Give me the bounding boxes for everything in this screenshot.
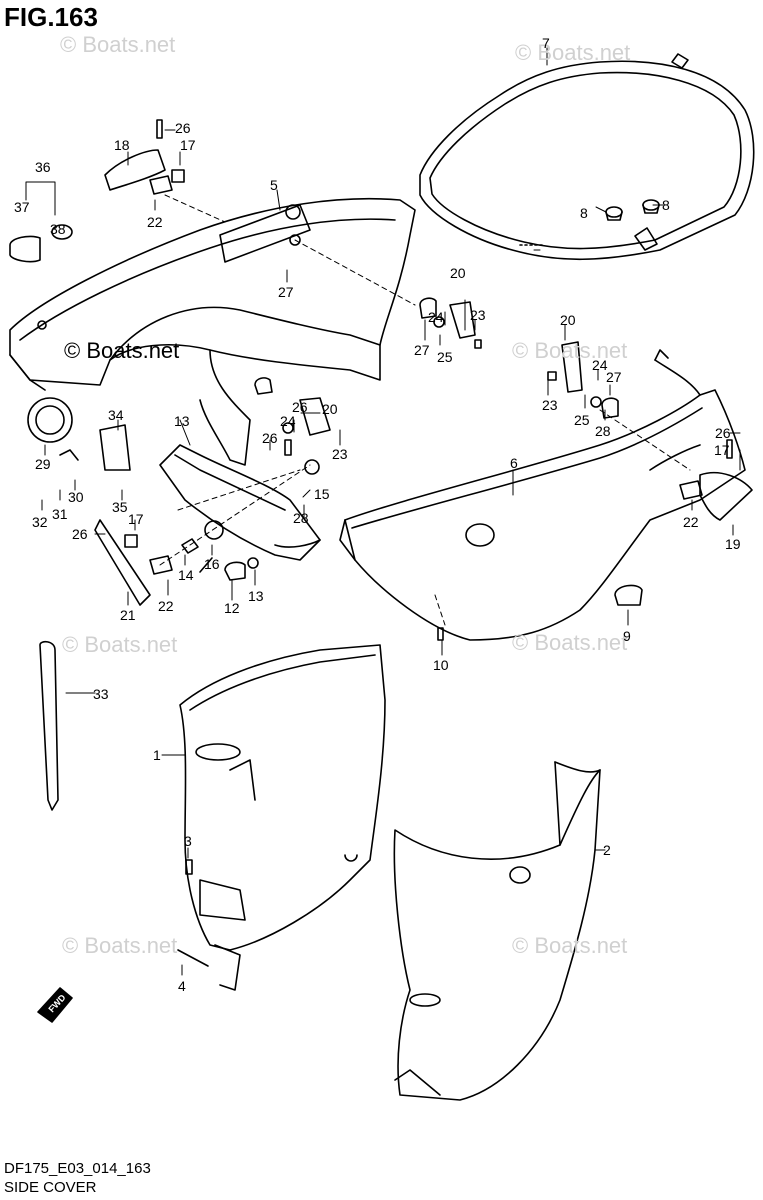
- part-1-lower-cover: [179, 644, 386, 991]
- figure-code: DF175_E03_014_163: [4, 1160, 151, 1177]
- callout-number: 22: [158, 598, 174, 614]
- callout-number: 36: [35, 159, 51, 175]
- callout-number: 15: [314, 486, 330, 502]
- callout-number: 26: [292, 399, 308, 415]
- callout-number: 27: [606, 369, 622, 385]
- callout-number: 30: [68, 489, 84, 505]
- callout-number: 24: [280, 413, 296, 429]
- callout-number: 26: [175, 120, 191, 136]
- callout-number: 31: [52, 506, 68, 522]
- part-13-bracket: [159, 444, 321, 561]
- callout-number: 6: [510, 455, 518, 471]
- watermarks: © Boats.net © Boats.net © Boats.net © Bo…: [60, 32, 630, 958]
- callout-number: 26: [262, 430, 278, 446]
- assembly-lines: [159, 194, 691, 626]
- callout-number: 17: [128, 511, 144, 527]
- callout-number: 26: [715, 425, 731, 441]
- watermark: © Boats.net: [512, 630, 627, 655]
- watermark: © Boats.net: [60, 32, 175, 57]
- callout-number: 8: [580, 205, 588, 221]
- fwd-arrow-shape: [37, 987, 73, 1023]
- callout-number: 3: [184, 833, 192, 849]
- callouts: 7 8 8 5 26 18 17 22 36 37 38 27 20 24 23…: [14, 35, 741, 994]
- watermark: © Boats.net: [62, 933, 177, 958]
- callout-number: 7: [542, 35, 550, 51]
- callout-number: 19: [725, 536, 741, 552]
- part-7-seal-ring: [419, 53, 755, 261]
- part-8-plugs: [605, 199, 660, 221]
- watermark: © Boats.net: [515, 40, 630, 65]
- callout-number: 25: [437, 349, 453, 365]
- watermark: © Boats.net: [512, 933, 627, 958]
- figure-title: FIG.163: [4, 2, 98, 32]
- callout-number: 27: [414, 342, 430, 358]
- callout-number: 32: [32, 514, 48, 530]
- callout-number: 28: [293, 510, 309, 526]
- callout-number: 23: [332, 446, 348, 462]
- callout-number: 22: [147, 214, 163, 230]
- part-2-lower-cover: [393, 761, 601, 1101]
- callout-number: 20: [322, 401, 338, 417]
- callout-number: 2: [603, 842, 611, 858]
- watermark: © Boats.net: [62, 632, 177, 657]
- callout-number: 25: [574, 412, 590, 428]
- callout-number: 20: [450, 265, 466, 281]
- callout-number: 9: [623, 628, 631, 644]
- callout-number: 4: [178, 978, 186, 994]
- callout-number: 17: [714, 442, 730, 458]
- part-5-upper-cover: [9, 198, 416, 466]
- callout-number: 16: [204, 556, 220, 572]
- part-6-starboard-cover: [339, 349, 746, 641]
- callout-number: 24: [428, 309, 444, 325]
- callout-number: 13: [248, 588, 264, 604]
- callout-number: 22: [683, 514, 699, 530]
- watermark: © Boats.net: [512, 338, 627, 363]
- figure-name: SIDE COVER: [4, 1179, 97, 1196]
- callout-number: 17: [180, 137, 196, 153]
- callout-number: 18: [114, 137, 130, 153]
- callout-number: 12: [224, 600, 240, 616]
- leader-lines: [25, 47, 741, 976]
- callout-number: 29: [35, 456, 51, 472]
- callout-number: 34: [108, 407, 124, 423]
- callout-number: 24: [592, 357, 608, 373]
- callout-number: 1: [153, 747, 161, 763]
- callout-number: 5: [270, 177, 278, 193]
- callout-number: 37: [14, 199, 30, 215]
- callout-number: 35: [112, 499, 128, 515]
- callout-number: 8: [662, 197, 670, 213]
- callout-number: 33: [93, 686, 109, 702]
- callout-number: 26: [72, 526, 88, 542]
- callout-number: 13: [174, 413, 190, 429]
- callout-number: 21: [120, 607, 136, 623]
- watermark: © Boats.net: [64, 338, 179, 363]
- callout-number: 23: [542, 397, 558, 413]
- callout-number: 23: [470, 307, 486, 323]
- callout-number: 38: [50, 221, 66, 237]
- callout-number: 14: [178, 567, 194, 583]
- callout-number: 20: [560, 312, 576, 328]
- callout-number: 27: [278, 284, 294, 300]
- callout-number: 10: [433, 657, 449, 673]
- small-parts: [9, 119, 753, 967]
- callout-number: 28: [595, 423, 611, 439]
